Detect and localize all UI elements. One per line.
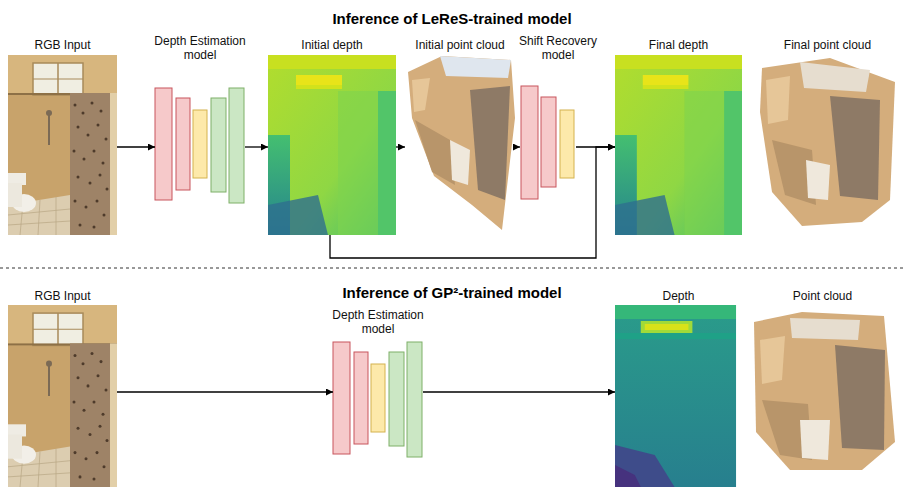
network-block: Shift Recovery model	[520, 34, 576, 200]
panel-label: Initial depth	[301, 38, 362, 52]
panel-label: Final point cloud	[784, 38, 871, 52]
panel-label: Final depth	[649, 38, 708, 52]
network-block: Depth Estimation model	[155, 34, 245, 205]
panel-label: RGB Input	[34, 289, 90, 303]
point-cloud: Final point cloud	[760, 38, 895, 226]
flow-arrow	[330, 147, 615, 258]
flow-arrow	[117, 391, 333, 392]
section-heading: Inference of LeReS-trained model	[0, 10, 904, 28]
point-cloud: Point cloud	[750, 289, 895, 471]
panel-label: Initial point cloud	[415, 38, 504, 52]
depth-map: Depth	[615, 289, 742, 487]
flow-arrow	[396, 146, 405, 147]
section-heading: Inference of GP²-trained model	[0, 284, 904, 302]
depth-map: Initial depth	[268, 38, 396, 235]
panel-label: Shift Recovery model	[508, 34, 608, 62]
image-panel: RGB Input	[8, 289, 117, 487]
panel-label: Depth Estimation model	[322, 308, 434, 336]
point-cloud: Initial point cloud	[405, 38, 515, 230]
flow-arrow	[515, 146, 520, 147]
image-panel: RGB Input	[8, 38, 117, 235]
depth-map: Final depth	[615, 38, 742, 235]
flow-arrow	[117, 146, 155, 147]
panel-label: RGB Input	[34, 38, 90, 52]
panel-label: Depth	[662, 289, 694, 303]
flow-arrow	[245, 146, 268, 147]
network-block: Depth Estimation model	[333, 308, 423, 458]
panel-label: Depth Estimation model	[144, 34, 256, 62]
panel-label: Point cloud	[793, 289, 852, 303]
flow-arrow	[423, 391, 615, 392]
